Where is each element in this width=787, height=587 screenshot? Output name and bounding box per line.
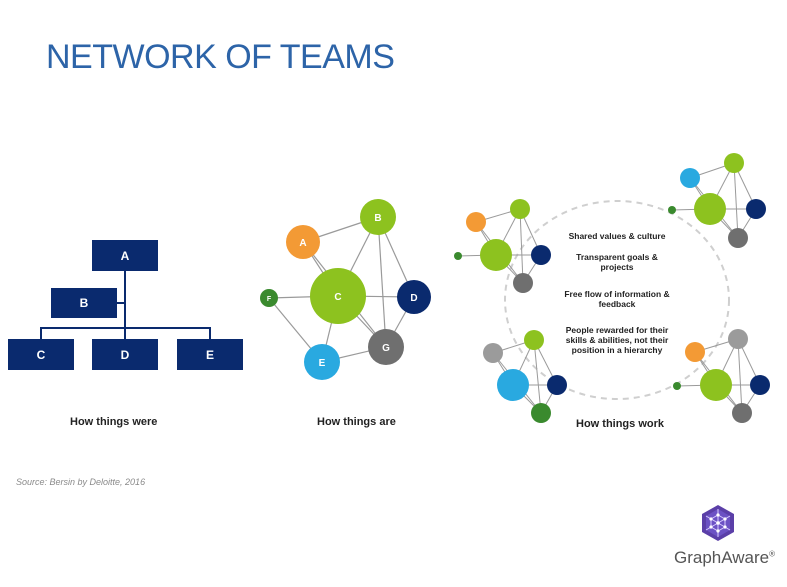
org-box-b: B bbox=[51, 288, 117, 318]
network-node-g-label: G bbox=[382, 343, 390, 354]
source-citation: Source: Bersin by Deloitte, 2016 bbox=[16, 477, 146, 487]
network-node-d-label: D bbox=[410, 293, 417, 304]
org-connector bbox=[116, 302, 126, 304]
caption-how-things-work: How things work bbox=[576, 418, 664, 430]
work-value-rewarded: People rewarded for their skills & abili… bbox=[565, 325, 669, 355]
org-box-c: C bbox=[8, 339, 74, 370]
org-connector bbox=[40, 327, 42, 340]
org-connector bbox=[124, 270, 126, 340]
org-box-d: D bbox=[92, 339, 158, 370]
network-node-g bbox=[368, 329, 404, 365]
network-node-d bbox=[397, 280, 431, 314]
network-node-e-label: E bbox=[319, 358, 326, 369]
network-node-c-label: C bbox=[334, 292, 341, 303]
work-value-free-flow: Free flow of information & feedback bbox=[564, 289, 670, 309]
network-node-b bbox=[360, 199, 396, 235]
work-value-shared-culture: Shared values & culture bbox=[568, 231, 666, 241]
network-node-b-label: B bbox=[374, 213, 381, 224]
org-box-a: A bbox=[92, 240, 158, 271]
graphaware-logo-icon bbox=[702, 505, 734, 541]
brand-registered-mark: ® bbox=[769, 549, 776, 559]
network-node-a bbox=[286, 225, 320, 259]
org-box-e: E bbox=[177, 339, 243, 370]
network-node-e bbox=[304, 344, 340, 380]
brand-name: GraphAware® bbox=[674, 548, 775, 568]
network-node-f-label: F bbox=[267, 296, 272, 303]
org-connector bbox=[209, 327, 211, 340]
culture-ring bbox=[504, 200, 730, 400]
caption-how-things-are: How things are bbox=[317, 416, 396, 428]
org-connector bbox=[40, 327, 210, 329]
work-value-transparent-goals: Transparent goals & projects bbox=[576, 252, 658, 272]
network-node-c bbox=[310, 268, 366, 324]
brand-wordmark: GraphAware bbox=[674, 548, 770, 567]
network-node-a-label: A bbox=[299, 238, 306, 249]
caption-how-things-were: How things were bbox=[70, 416, 158, 428]
slide-title: NETWORK OF TEAMS bbox=[46, 38, 395, 76]
network-node-f bbox=[260, 289, 278, 307]
